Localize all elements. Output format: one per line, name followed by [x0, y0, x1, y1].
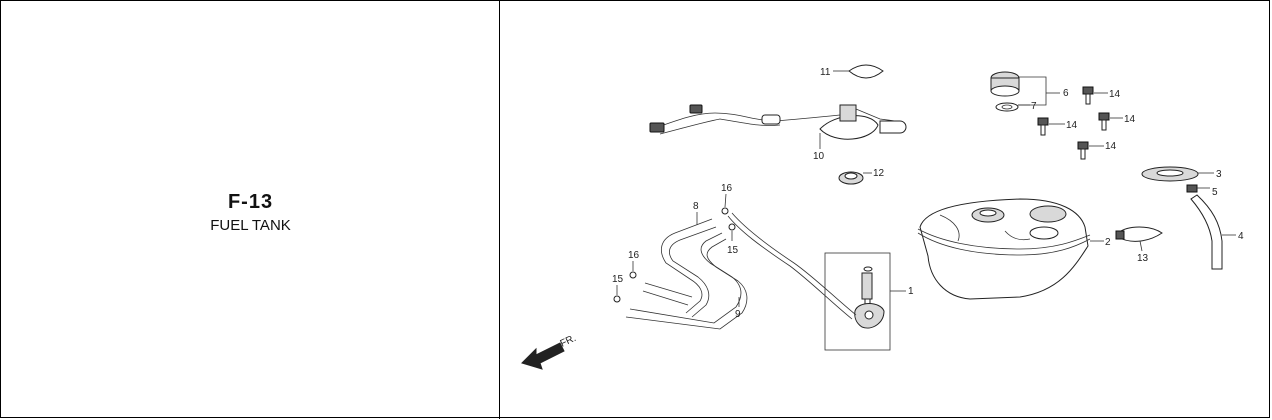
- section-code: F-13: [227, 191, 274, 213]
- part-3-seal-ring: 3: [1141, 166, 1222, 182]
- callout-11: 11: [820, 67, 831, 78]
- callout-4: 4: [1238, 231, 1244, 242]
- direction-label: FR.: [559, 333, 578, 350]
- part-14-bolts: 14 14 14 14: [1037, 86, 1136, 160]
- callout-10: 10: [813, 151, 825, 162]
- fuel-line: [727, 212, 857, 320]
- callout-1: 1: [908, 286, 914, 297]
- part-10-fuel-pump-harness: 10: [649, 104, 907, 162]
- section-title: FUEL TANK: [210, 217, 291, 234]
- part-1-fuel-cock: 1: [824, 252, 914, 351]
- callout-16b: 16: [628, 250, 640, 261]
- callout-3: 3: [1216, 169, 1222, 180]
- callout-5: 5: [1212, 187, 1218, 198]
- callout-12: 12: [873, 168, 885, 179]
- callout-13: 13: [1137, 253, 1149, 264]
- callout-2: 2: [1105, 237, 1111, 248]
- callout-9: 9: [735, 309, 741, 320]
- callout-14d: 14: [1105, 141, 1117, 152]
- part-6-7-filler-neck: 6 7: [990, 71, 1069, 112]
- part-15-16-clips-lower: 16 15: [612, 250, 640, 303]
- callout-14a: 14: [1109, 89, 1121, 100]
- callout-14b: 14: [1066, 120, 1078, 131]
- part-11-cap: 11: [820, 64, 884, 79]
- part-2-fuel-tank: 2: [917, 198, 1111, 300]
- exploded-view-drawing: 11 10 12: [521, 64, 1244, 370]
- parts-diagram: 11 10 12: [500, 1, 1271, 419]
- part-8-9-hoses: 8 9: [625, 201, 748, 330]
- front-direction-arrow-icon: FR.: [521, 333, 578, 370]
- part-4-5-drain-hose: 5 4: [1186, 184, 1244, 270]
- callout-15b: 15: [612, 274, 624, 285]
- callout-15a: 15: [727, 245, 739, 256]
- section-header-panel: F-13 FUEL TANK: [1, 1, 500, 419]
- callout-8: 8: [693, 201, 699, 212]
- callout-14c: 14: [1124, 114, 1136, 125]
- callout-16a: 16: [721, 183, 733, 194]
- part-12-retainer-ring: 12: [838, 168, 885, 185]
- part-13-bracket: 13: [1115, 226, 1163, 264]
- callout-7: 7: [1031, 101, 1037, 112]
- callout-6: 6: [1063, 88, 1069, 99]
- part-15-16-clips-upper: 16 15: [721, 183, 739, 256]
